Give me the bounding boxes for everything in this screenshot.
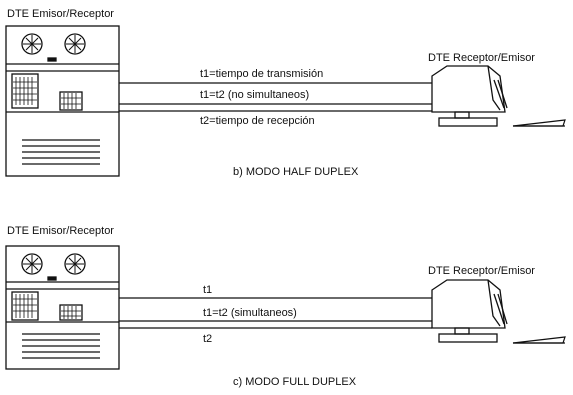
line-label-simultaneous: t1=t2 (simultaneos) (203, 307, 297, 320)
left-device-label: DTE Emisor/Receptor (7, 8, 114, 21)
tape-drive-computer-icon (6, 246, 119, 369)
tape-drive-computer-icon (6, 26, 119, 176)
left-device-label: DTE Emisor/Receptor (7, 225, 114, 238)
line-label-t1: t1 (203, 284, 212, 297)
keyboard-icon (513, 120, 565, 126)
terminal-monitor-icon (432, 66, 507, 126)
line-label-not-simultaneous: t1=t2 (no simultaneos) (200, 89, 309, 102)
keyboard-icon (513, 337, 565, 343)
right-device-label: DTE Receptor/Emisor (428, 52, 535, 65)
line-label-t2: t2 (203, 333, 212, 346)
terminal-monitor-icon (432, 280, 507, 342)
caption-half-duplex: b) MODO HALF DUPLEX (233, 166, 358, 179)
line-label-reception: t2=tiempo de recepción (200, 115, 315, 128)
caption-full-duplex: c) MODO FULL DUPLEX (233, 376, 356, 389)
line-label-transmission: t1=tiempo de transmisión (200, 68, 323, 81)
right-device-label: DTE Receptor/Emisor (428, 265, 535, 278)
